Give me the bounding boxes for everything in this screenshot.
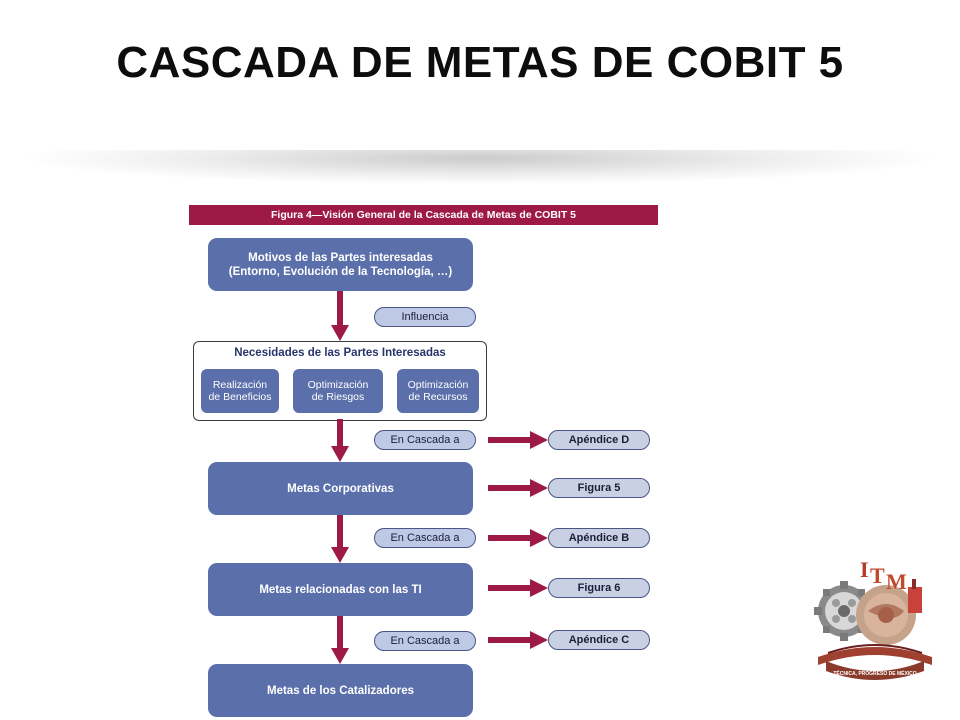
globe-icon — [856, 585, 916, 645]
svg-text:T: T — [870, 563, 885, 588]
title-shadow — [30, 150, 930, 184]
arrow-down-2 — [331, 419, 349, 462]
enterprise-goals-box: Metas Corporativas — [208, 462, 473, 515]
ref-appendix-b: Apéndice B — [548, 528, 650, 548]
enabler-goals-box: Metas de los Catalizadores — [208, 664, 473, 717]
book-icon — [818, 647, 932, 665]
arrow-down-4 — [331, 616, 349, 664]
svg-text:I: I — [860, 557, 869, 582]
arrow-down-1 — [331, 291, 349, 341]
logo-ring-text: TÉCNICA, PROGRESO DE MÉXICO — [833, 669, 916, 677]
stakeholder-drivers-line2: (Entorno, Evolución de la Tecnología, …) — [228, 265, 453, 278]
influence-pill: Influencia — [374, 307, 476, 327]
it-goals-box: Metas relacionadas con las TI — [208, 563, 473, 616]
itm-letters: I T M — [860, 557, 907, 594]
ref-figure-5: Figura 5 — [548, 478, 650, 498]
arrow-right-1 — [488, 431, 548, 449]
cascade-pill-2: En Cascada a — [374, 528, 476, 548]
figure-header: Figura 4—Visión General de la Cascada de… — [189, 205, 658, 225]
stakeholder-needs-title: Necesidades de las Partes Interesadas — [234, 347, 446, 359]
arrow-right-4 — [488, 579, 548, 597]
cascade-pill-3: En Cascada a — [374, 631, 476, 651]
itm-logo: I T M TÉCNICA, PROGRESO DE MÉXICO — [814, 557, 932, 680]
arrow-down-3 — [331, 515, 349, 563]
arrow-right-2 — [488, 479, 548, 497]
ref-appendix-d: Apéndice D — [548, 430, 650, 450]
stakeholder-needs-box: Necesidades de las Partes Interesadas Re… — [193, 341, 487, 421]
need-label: Optimización — [307, 379, 369, 391]
stakeholder-drivers-box: Motivos de las Partes interesadas (Entor… — [208, 238, 473, 291]
ref-appendix-c: Apéndice C — [548, 630, 650, 650]
factory-icon — [908, 587, 922, 613]
chimney-icon — [912, 579, 916, 589]
ribbon — [826, 661, 924, 680]
gear-icon — [814, 581, 874, 641]
slide-title: CASCADA DE METAS DE COBIT 5 — [116, 38, 844, 87]
need-label: de Beneficios — [208, 391, 272, 403]
need-label: Optimización — [407, 379, 469, 391]
svg-text:M: M — [886, 569, 907, 594]
need-label: de Riesgos — [311, 391, 365, 403]
ref-figure-6: Figura 6 — [548, 578, 650, 598]
arrow-right-3 — [488, 529, 548, 547]
need-label: de Recursos — [408, 391, 468, 403]
need-label: Realización — [212, 379, 268, 391]
cascade-pill-1: En Cascada a — [374, 430, 476, 450]
arrow-right-5 — [488, 631, 548, 649]
stakeholder-drivers-line1: Motivos de las Partes interesadas — [248, 251, 433, 264]
